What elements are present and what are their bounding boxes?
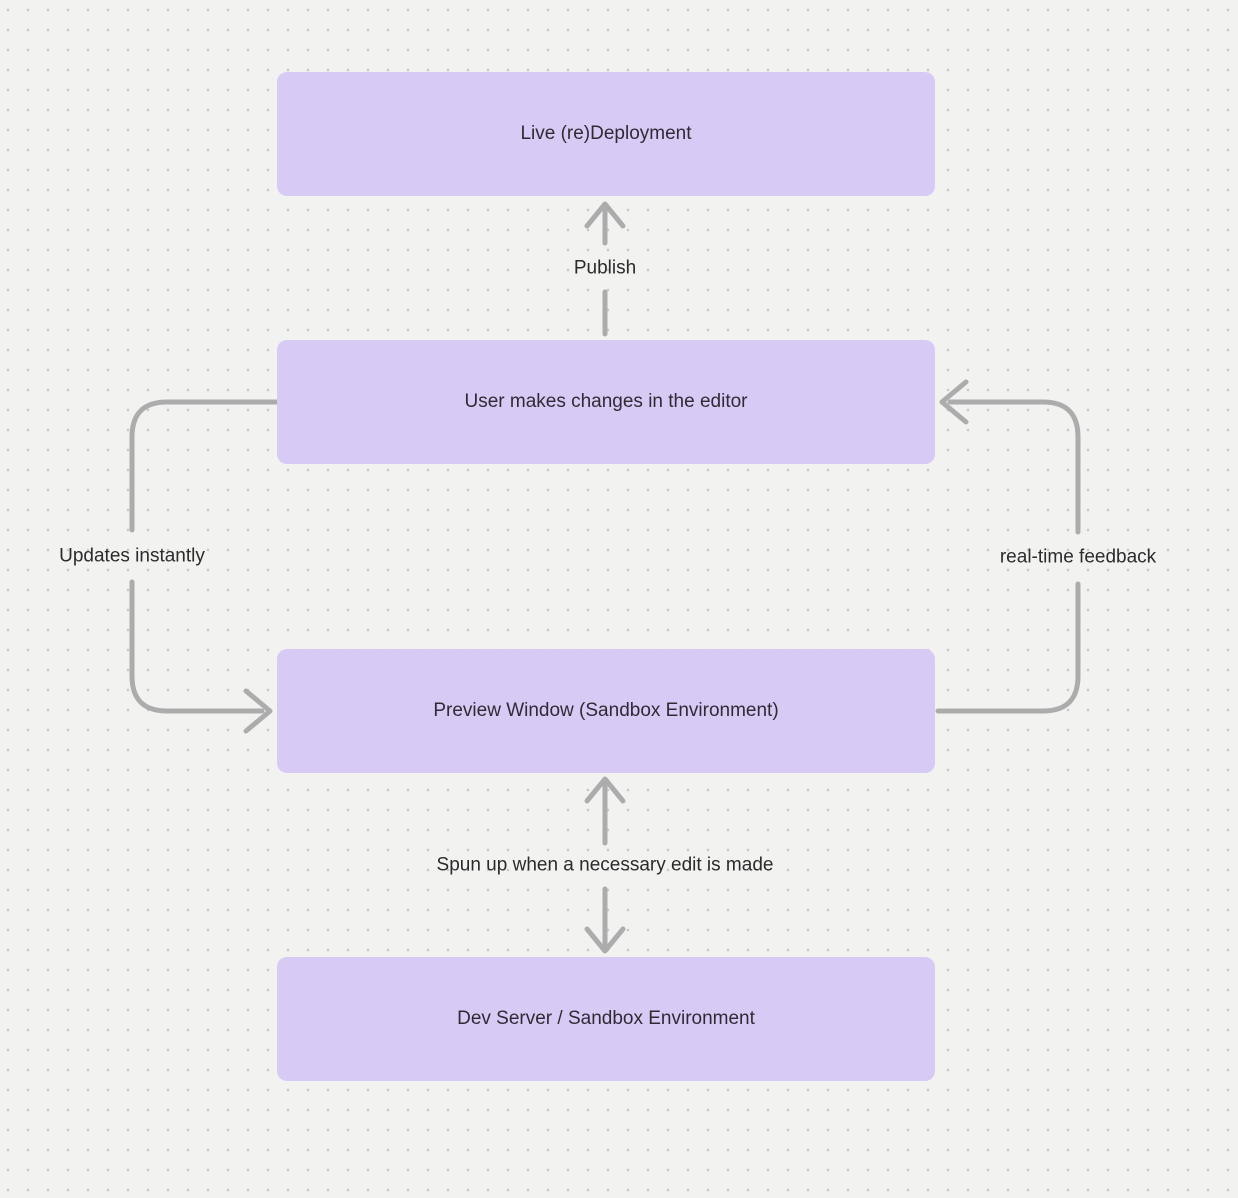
node-label: User makes changes in the editor bbox=[464, 390, 748, 412]
edge-updates-upper-segment bbox=[129, 399, 280, 533]
node-label: Live (re)Deployment bbox=[520, 122, 692, 144]
arrowhead-down-icon bbox=[584, 926, 626, 954]
node-dev-server[interactable]: Dev Server / Sandbox Environment bbox=[277, 957, 935, 1081]
edge-feedback-upper-segment bbox=[947, 399, 1081, 535]
node-label: Preview Window (Sandbox Environment) bbox=[433, 699, 779, 721]
edge-label-realtime-feedback: real-time feedback bbox=[999, 546, 1157, 568]
node-user-edits[interactable]: User makes changes in the editor bbox=[277, 340, 935, 464]
edge-label-publish: Publish bbox=[573, 257, 637, 279]
edge-label-updates-instantly: Updates instantly bbox=[59, 545, 205, 567]
edge-updates-lower-segment bbox=[129, 579, 265, 714]
arrowhead-up-icon bbox=[584, 776, 626, 804]
edge-label-spun-up: Spun up when a necessary edit is made bbox=[436, 854, 774, 876]
arrowhead-right-icon bbox=[243, 688, 273, 734]
node-live-redeployment[interactable]: Live (re)Deployment bbox=[277, 72, 935, 196]
node-label: Dev Server / Sandbox Environment bbox=[457, 1007, 755, 1029]
arrowhead-up-icon bbox=[584, 201, 626, 229]
edge-feedback-lower-segment bbox=[935, 581, 1081, 714]
node-preview-window[interactable]: Preview Window (Sandbox Environment) bbox=[277, 649, 935, 773]
arrowhead-left-icon bbox=[939, 379, 969, 425]
